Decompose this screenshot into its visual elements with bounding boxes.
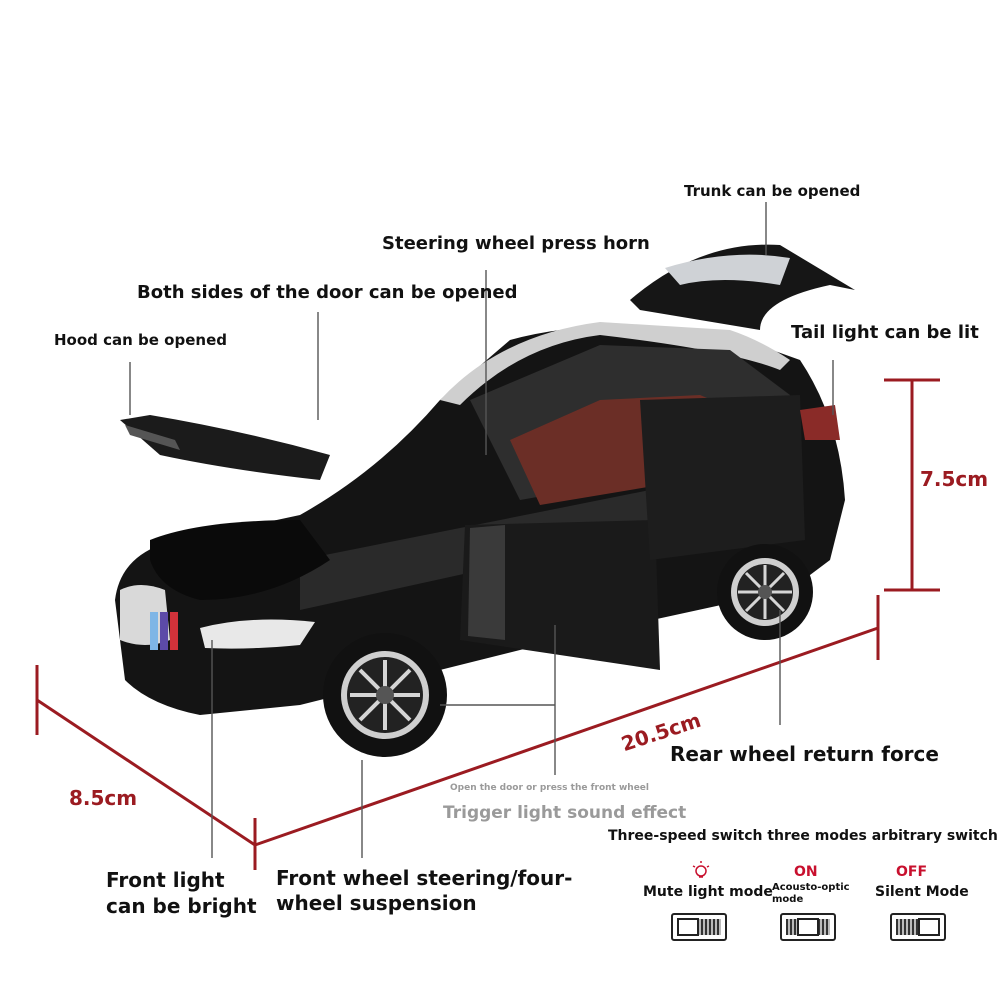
steering-label: Steering wheel press horn <box>382 233 650 254</box>
trigger-effect-label: Trigger light sound effect <box>443 803 687 823</box>
mode-acousto-switch <box>780 913 836 941</box>
mode-mute-switch <box>671 913 727 941</box>
callout-lines <box>129 202 834 858</box>
width-dimension: 8.5cm <box>69 786 138 810</box>
front-light-label-line1: Front light <box>106 868 225 892</box>
front-light-label-line2: can be bright <box>106 894 257 918</box>
hood-label: Hood can be opened <box>54 331 227 349</box>
tail-light-label: Tail light can be lit <box>791 322 979 343</box>
switch-title: Three-speed switch three modes arbitrary… <box>608 828 998 844</box>
mode-silent-switch <box>890 913 946 941</box>
mode-acousto-name: Acousto-optic mode <box>772 882 850 905</box>
doors-label: Both sides of the door can be opened <box>137 282 518 303</box>
dimension-lines <box>35 378 940 870</box>
mode-silent-name: Silent Mode <box>875 884 969 900</box>
lightbulb-icon <box>692 861 710 878</box>
door-trigger-note: Open the door or press the front wheel <box>450 783 649 793</box>
front-wheel-label-line1: Front wheel steering/four- <box>276 866 573 890</box>
front-wheel-label-line2: wheel suspension <box>276 891 477 915</box>
rear-wheel-label: Rear wheel return force <box>670 742 939 766</box>
height-dimension: 7.5cm <box>920 467 989 491</box>
mode-acousto-status: ON <box>794 864 818 880</box>
car-model <box>115 244 855 757</box>
trunk-label: Trunk can be opened <box>684 182 861 200</box>
mode-mute-name: Mute light mode <box>643 884 773 900</box>
mode-silent-status: OFF <box>896 864 928 880</box>
